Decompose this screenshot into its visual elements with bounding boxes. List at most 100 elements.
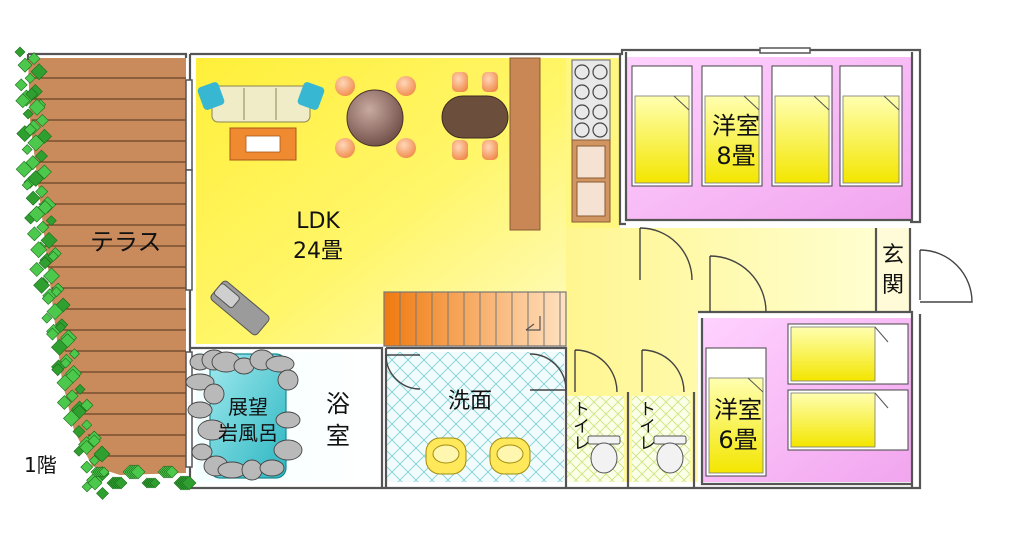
leaf	[96, 487, 109, 500]
stove-burner-icon	[592, 122, 608, 138]
leaf	[30, 241, 48, 259]
rock	[273, 439, 303, 461]
leaf	[181, 475, 197, 491]
leaf	[25, 87, 39, 101]
leaf	[35, 185, 49, 199]
stove-burner-icon	[574, 104, 590, 120]
stove-burner-icon	[592, 84, 608, 100]
kitchen-counter	[509, 57, 611, 231]
toilet-fixtures	[587, 435, 687, 474]
rock-bath-label-1: 展望	[228, 395, 268, 419]
leaf	[98, 466, 110, 478]
ldk-size-label: 24畳	[293, 239, 343, 264]
terrace-label: テラス	[90, 228, 162, 256]
leaf	[88, 455, 100, 466]
leaf	[24, 72, 36, 84]
rock	[275, 411, 301, 429]
leaf	[46, 327, 59, 341]
rock	[265, 355, 295, 373]
leaf	[38, 256, 52, 270]
leaf	[80, 398, 94, 412]
leaf	[114, 476, 128, 490]
stove-burner-icon	[592, 64, 608, 80]
leaf	[29, 262, 45, 277]
leaf	[87, 475, 103, 491]
leaf	[60, 357, 72, 369]
bathroom-label-2: 室	[326, 422, 350, 450]
leaf	[69, 348, 80, 360]
terrace	[28, 58, 186, 475]
western-8-size-label: 8畳	[716, 142, 755, 170]
rock	[277, 369, 299, 391]
ldk-name-label: LDK	[296, 209, 340, 234]
leaf	[56, 374, 74, 392]
stove-burner-icon	[574, 122, 590, 138]
leaf	[65, 389, 79, 403]
leaf	[50, 286, 62, 298]
leaf	[81, 419, 93, 431]
leaf	[46, 303, 64, 321]
leaf	[27, 134, 45, 152]
leaf	[40, 231, 58, 249]
greenery	[14, 46, 197, 500]
dining-round-table	[335, 76, 416, 158]
wash-basins	[425, 437, 531, 475]
rock	[259, 459, 285, 477]
leaf	[41, 292, 55, 305]
leaf	[33, 276, 51, 294]
washroom-floor	[386, 352, 564, 482]
leaf	[25, 190, 41, 206]
leaf	[36, 220, 50, 234]
leaf	[35, 114, 49, 127]
leaf	[14, 46, 26, 58]
leaf	[15, 160, 33, 178]
entrance-floor	[876, 228, 910, 312]
toilet-1-label: トイレ	[569, 400, 589, 451]
leaf	[43, 267, 60, 285]
leaf	[47, 250, 59, 262]
leaf	[27, 170, 45, 187]
leaf	[27, 226, 42, 242]
rock	[241, 459, 263, 481]
bed	[631, 65, 693, 187]
leaf	[80, 460, 94, 474]
leaf	[51, 363, 65, 377]
lounge-chair	[210, 280, 270, 336]
leaf	[41, 312, 53, 324]
stove-burner-icon	[592, 104, 608, 120]
leaf	[93, 445, 111, 463]
leaf	[28, 98, 46, 116]
staircase	[383, 291, 567, 347]
toilet-2-label: トイレ	[635, 400, 655, 451]
beds-western-8	[631, 65, 903, 187]
rock-bath-label-2: 岩風呂	[218, 421, 278, 445]
leaf	[35, 149, 48, 163]
bed	[701, 65, 763, 187]
bed	[787, 389, 909, 451]
entrance-label-2: 関	[882, 273, 904, 298]
stove-burner-icon	[574, 64, 590, 80]
leaf	[45, 215, 57, 227]
rock	[203, 383, 225, 405]
dining-oval-table	[441, 72, 509, 160]
leaf	[74, 383, 86, 395]
leaf	[79, 439, 95, 455]
western-6-size-label: 6畳	[718, 426, 757, 454]
bed	[839, 65, 903, 187]
leaf	[21, 179, 33, 191]
washroom-label: 洗面	[448, 389, 492, 414]
leaf	[130, 464, 146, 480]
bed	[771, 65, 833, 187]
leaf	[28, 205, 46, 223]
leaf	[63, 409, 80, 427]
sofa-set	[197, 82, 325, 161]
leaf	[51, 338, 68, 356]
leaf	[55, 322, 66, 333]
leaf	[27, 52, 41, 65]
leaf	[15, 93, 31, 109]
bed	[787, 323, 909, 385]
leaf	[72, 425, 86, 438]
western-8-name-label: 洋室	[712, 112, 760, 140]
leaf	[14, 78, 28, 92]
rock	[185, 373, 215, 391]
